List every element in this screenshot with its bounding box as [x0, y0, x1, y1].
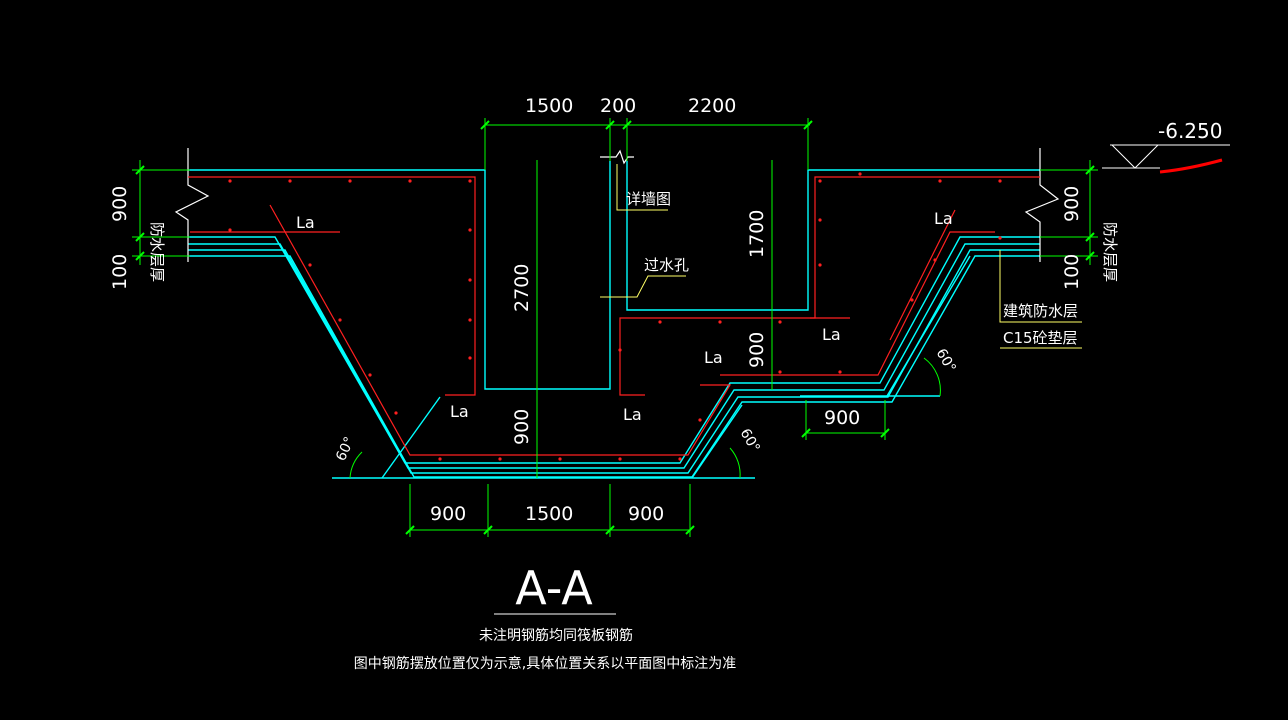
- dim-inner-900: 900: [511, 409, 533, 445]
- waterproof-labels: 防水层厚 防水层厚: [148, 222, 1119, 282]
- dimension-text-vertical: 900 100 900 100 2700 900 1700 900: [109, 186, 1083, 445]
- waterproof-line-4: [188, 255, 1040, 478]
- waterproof-label-right: 防水层厚: [1101, 222, 1119, 282]
- dimension-ticks: [135, 120, 1095, 535]
- note-line-2: 图中钢筋摆放位置仅为示意,具体位置关系以平面图中标注为准: [354, 655, 736, 672]
- dim-top-200: 200: [600, 95, 636, 117]
- dimension-lines: [132, 118, 1098, 537]
- dim-bottom-1500: 1500: [525, 503, 573, 525]
- slope-left-outline: [381, 396, 441, 479]
- la-label: La: [450, 402, 469, 421]
- waterproof-line-2: [188, 243, 1040, 469]
- waterproof-line-3: [188, 249, 1040, 474]
- detail-wall-label: 详墙图: [626, 190, 671, 208]
- waterproof-label-left: 防水层厚: [148, 222, 166, 282]
- elevation-mark: -6.250: [1102, 119, 1230, 174]
- rebar-top-left: [188, 176, 476, 396]
- section-title: A-A: [515, 561, 593, 615]
- slope-right-outline: [886, 255, 971, 397]
- title-block: A-A 未注明钢筋均同筏板钢筋 图中钢筋摆放位置仅为示意,具体位置关系以平面图中…: [354, 561, 736, 672]
- building-waterproof-label: 建筑防水层: [1003, 302, 1078, 320]
- break-symbols: [174, 148, 1060, 262]
- elevation-label: -6.250: [1158, 119, 1222, 143]
- dim-bottom-900-right: 900: [628, 503, 664, 525]
- la-label: La: [934, 209, 953, 228]
- dim-top-2200: 2200: [688, 95, 736, 117]
- slope-mid-outline: [691, 404, 743, 479]
- dim-left-900: 900: [109, 186, 131, 222]
- left-pit-outline: [188, 161, 611, 390]
- dim-right-900: 900: [1061, 186, 1083, 222]
- rebar-dots: [228, 172, 1002, 461]
- dim-top-1500: 1500: [525, 95, 573, 117]
- la-labels: La La La La La La: [296, 209, 953, 424]
- rebar-right: [720, 231, 995, 376]
- dim-right-100: 100: [1061, 254, 1083, 290]
- rebar-la-right: [889, 209, 956, 341]
- right-pit-outline: [626, 161, 1040, 311]
- la-label: La: [704, 348, 723, 367]
- dim-step-900: 900: [824, 407, 860, 429]
- dimension-text: 1500 200 2200 900 1500 900 900: [430, 95, 860, 525]
- dim-inner-900-step: 900: [746, 332, 768, 368]
- water-hole-label: 过水孔: [644, 256, 689, 274]
- dim-bottom-900-left: 900: [430, 503, 466, 525]
- angle-arcs: [349, 357, 941, 479]
- rebar-mid: [619, 176, 1040, 396]
- note-line-1: 未注明钢筋均同筏板钢筋: [479, 627, 633, 644]
- waterproof-line-1: [188, 236, 1040, 464]
- la-label: La: [623, 405, 642, 424]
- la-label: La: [296, 213, 315, 232]
- rebar-lines: [188, 176, 1040, 456]
- leader-notes: 详墙图 过水孔 建筑防水层 C15砼垫层: [600, 164, 1082, 349]
- c15-cushion-label: C15砼垫层: [1003, 329, 1078, 347]
- dim-left-100: 100: [109, 254, 131, 290]
- concrete-outline: [188, 161, 1040, 479]
- la-label: La: [822, 325, 841, 344]
- dim-inner-1700: 1700: [746, 210, 768, 258]
- dim-inner-2700: 2700: [511, 264, 533, 312]
- rebar-bottom: [269, 204, 732, 456]
